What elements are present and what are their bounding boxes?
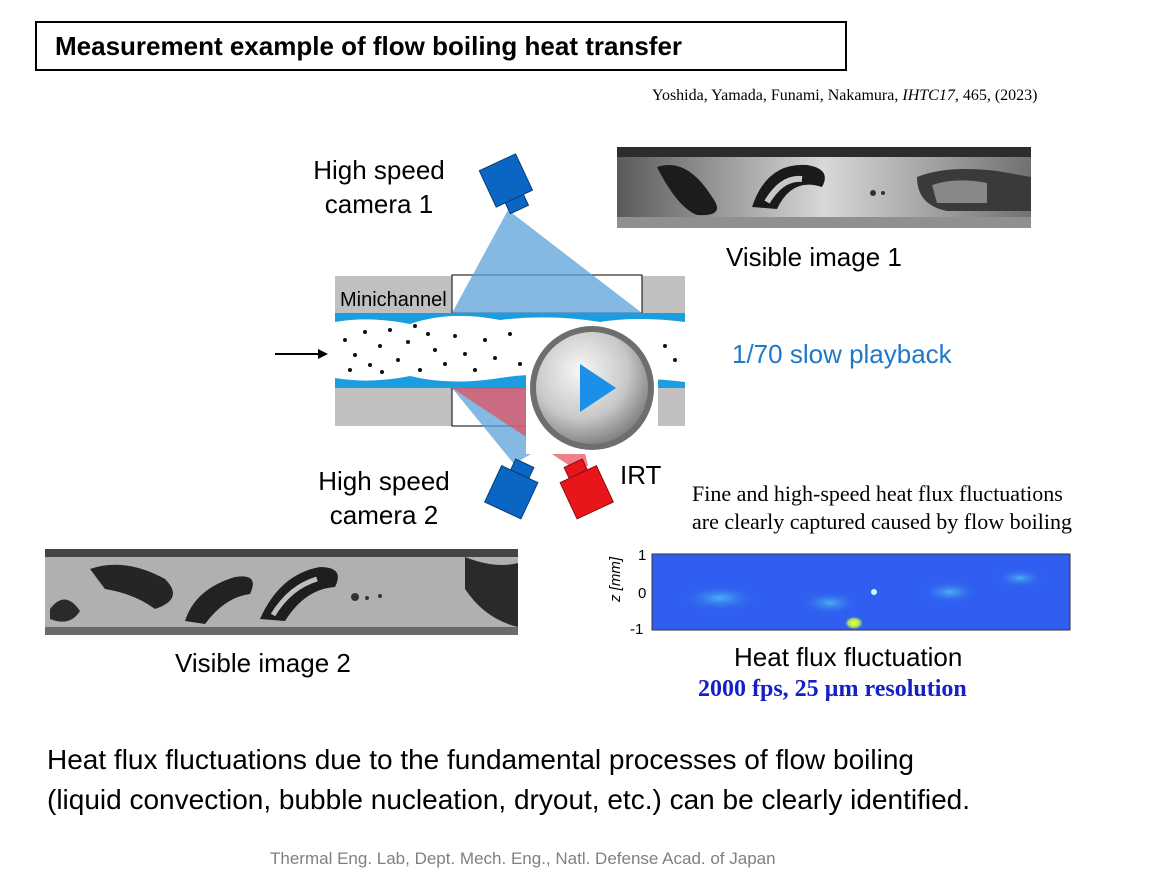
footer: Thermal Eng. Lab, Dept. Mech. Eng., Natl… [270, 849, 776, 868]
summary-text: Heat flux fluctuations due to the fundam… [47, 740, 970, 820]
heat-flux-heatmap: z [mm] 1 0 -1 [607, 548, 1071, 638]
camera2-label-line1: High speed [318, 466, 450, 496]
heat-flux-note: Fine and high-speed heat flux fluctuatio… [692, 480, 1072, 536]
summary-line1: Heat flux fluctuations due to the fundam… [47, 744, 914, 775]
visible-image-1-label: Visible image 1 [726, 242, 902, 272]
note-line1: Fine and high-speed heat flux fluctuatio… [692, 481, 1063, 506]
heatmap-axis-label: z [mm] [607, 556, 624, 603]
irt-camera [559, 458, 614, 520]
camera2-label: High speed camera 2 [300, 464, 468, 532]
high-speed-camera-1 [478, 153, 534, 215]
flow-arrow-icon [275, 349, 328, 359]
heatmap-tick-0: 0 [638, 585, 646, 602]
citation-rest: , 465, (2023) [954, 87, 1038, 104]
minichannel-label: Minichannel [340, 289, 447, 311]
high-speed-camera-2 [484, 458, 539, 520]
heatmap-tick-1: 1 [638, 548, 646, 564]
camera1-label-line2: camera 1 [324, 189, 434, 219]
visible-image-1 [617, 147, 1031, 228]
summary-line2: (liquid convection, bubble nucleation, d… [47, 784, 970, 815]
citation-venue: IHTC17 [902, 87, 955, 104]
citation: Yoshida, Yamada, Funami, Nakamura, IHTC1… [652, 87, 1037, 105]
heatmap-tick-neg1: -1 [630, 621, 643, 638]
irt-label: IRT [620, 460, 662, 490]
play-icon [580, 364, 616, 412]
play-button[interactable] [526, 322, 658, 454]
heat-flux-label: Heat flux fluctuation [734, 642, 963, 672]
camera1-view-beam [452, 210, 642, 313]
camera1-label-line1: High speed [313, 155, 445, 185]
citation-authors: Yoshida, Yamada, Funami, Nakamura, [652, 87, 903, 104]
camera1-label: High speed camera 1 [295, 153, 463, 221]
camera2-label-line2: camera 2 [329, 500, 439, 530]
fps-resolution: 2000 fps, 25 µm resolution [698, 676, 967, 702]
visible-image-2-label: Visible image 2 [175, 648, 351, 678]
note-line2: are clearly captured caused by flow boil… [692, 509, 1072, 534]
visible-image-2 [45, 549, 518, 635]
slide-title: Measurement example of flow boiling heat… [35, 21, 847, 71]
slow-playback-label: 1/70 slow playback [732, 339, 952, 369]
